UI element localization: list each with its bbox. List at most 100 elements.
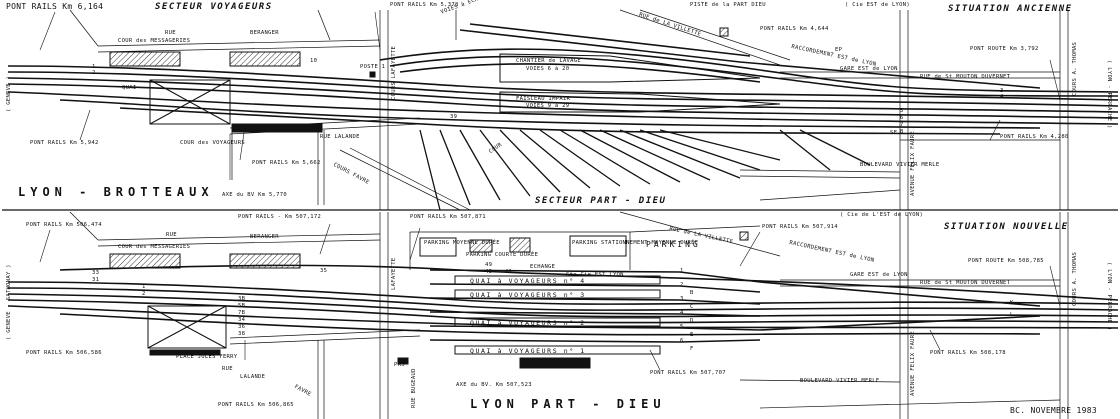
track-number-r2-bottom: 2 bbox=[680, 282, 684, 288]
top-streets bbox=[69, 9, 1069, 211]
bottom-buildings bbox=[109, 231, 749, 369]
track-number-7b-bottom: 7B bbox=[238, 310, 246, 316]
bottom-leaders bbox=[39, 223, 1061, 371]
rue-mouton-label-bottom: RUE de St MOUTON DUVERNET bbox=[920, 280, 1011, 286]
track-letter-c-bottom: C bbox=[690, 304, 694, 310]
cours-thomas-label-top: COURS A. THOMAS bbox=[1072, 41, 1078, 96]
track-number-r1-bottom: 1 bbox=[680, 268, 684, 274]
avenue-felix-faure-label-top: AVENUE FELIX FAURE bbox=[910, 130, 916, 196]
quai-voyageurs-4: QUAI à VOYAGEURS n° 4 bbox=[470, 277, 586, 285]
cour-messageries-label-top: COUR des MESSAGERIES bbox=[118, 38, 191, 44]
track-letter-d-bottom: D bbox=[690, 318, 694, 324]
rue-label-top: RUE bbox=[165, 30, 176, 36]
echange-label: ECHANGE bbox=[530, 264, 556, 270]
sncf-cie-label: Ste Cie EST LYON bbox=[566, 272, 624, 278]
faisceau-voies-label: VOIES 9 à 29 bbox=[526, 103, 570, 109]
track-number-r5-bottom: 5 bbox=[680, 324, 684, 330]
pont-rails-6164-label: PONT RAILS Km 6,164 bbox=[6, 2, 104, 11]
cours-lafayette-label-top: COURS LAFAYETTE bbox=[391, 45, 397, 100]
track-number-5-top: 5 bbox=[900, 108, 904, 114]
axe-bv-label-top: AXE du BV Km 5,770 bbox=[222, 192, 288, 198]
pont-rails-507707-label: PONT RAILS Km 507,707 bbox=[650, 370, 726, 376]
bottom-platforms bbox=[454, 275, 661, 355]
rue-lalande-label-top: RUE LALANDE bbox=[320, 134, 360, 140]
track-letter-l-bottom: L bbox=[1010, 312, 1014, 318]
situation-ancienne-label: SITUATION ANCIENNE bbox=[948, 4, 1073, 14]
pont-route-3792-label: PONT ROUTE Km 3,792 bbox=[970, 46, 1039, 52]
track-letter-b-bottom: B bbox=[690, 290, 694, 296]
quai-voyageurs-2: QUAI à VOYAGEURS n° 2 bbox=[470, 319, 586, 327]
geneve-label-bottom: ( GENEVE - SATHONAY ) bbox=[6, 264, 12, 340]
quai-label-top: QUAI bbox=[122, 85, 137, 91]
pont-rails-5378-label: PONT RAILS Km 5,378 bbox=[390, 2, 459, 8]
perrache-label-bottom: ( LYON - PERRACHE ) bbox=[1106, 262, 1112, 331]
chantier-voies-label: VOIES 6 à 20 bbox=[526, 66, 570, 72]
track-number-5b-bottom: 5B bbox=[238, 303, 246, 309]
track-number-6-top: 6 bbox=[900, 115, 904, 121]
bd-vivier-label-bottom: BOULEVARD VIVIER MERLE bbox=[800, 378, 880, 384]
perrache-label-top: ( LYON - PERRACHE ) bbox=[1106, 60, 1112, 129]
quai-voyageurs-3: QUAI à VOYAGEURS n° 3 bbox=[470, 291, 586, 299]
cour-voyageurs-label: COUR des VOYAGEURS bbox=[180, 140, 246, 146]
top-sidings bbox=[419, 129, 871, 211]
top-leaders bbox=[39, 11, 1061, 180]
faisceau-label: FAISCEAU IMPAIR bbox=[516, 96, 571, 102]
parking-moyenne-label: PARKING MOYENNE DURÉE bbox=[424, 240, 500, 246]
lyon-brotteaux-title: LYON - BROTTEAUX bbox=[18, 185, 214, 199]
track-letter-f-bottom: F bbox=[690, 346, 694, 352]
piste-part-dieu-label: PISTE de la PART DIEU bbox=[690, 2, 766, 8]
top-buildings bbox=[109, 27, 729, 133]
track-number-8-top: 8 bbox=[900, 129, 904, 135]
rue-label-bottom: RUE bbox=[166, 232, 177, 238]
track-number-35-bottom: 35 bbox=[320, 268, 328, 274]
rue-mouton-label-top: RUE de St MOUTON DUVERNET bbox=[920, 74, 1011, 80]
cie-est-label-top: ( Cie EST de LYON) bbox=[845, 2, 911, 8]
bottom-plan bbox=[7, 211, 1119, 419]
pont-rails-4280-label: PONT RAILS Km 4,280 bbox=[1000, 134, 1069, 140]
beranger-label-bottom: BERANGER bbox=[250, 234, 279, 240]
pont-route-508785-label: PONT ROUTE Km 508,785 bbox=[968, 258, 1044, 264]
track-number-36-bottom: 36 bbox=[238, 324, 246, 330]
bd-vivier-label-top: BOULEVARD VIVIER MERLE bbox=[860, 162, 940, 168]
track-number-2-bottom: 2 bbox=[142, 291, 146, 297]
track-number-2-top: 2 bbox=[92, 70, 96, 76]
rue-lafayette-label-bottom: LAFAYETTE bbox=[391, 257, 397, 290]
track-letter-e-bottom: E bbox=[690, 332, 694, 338]
pont-rails-508178-label: PONT RAILS Km 508,178 bbox=[930, 350, 1006, 356]
pont-rails-5662-label: PONT RAILS Km 5,662 bbox=[252, 160, 321, 166]
place-label: PLACE JULES FERRY bbox=[176, 354, 238, 360]
quai-voyageurs-1: QUAI à VOYAGEURS n° 1 bbox=[470, 347, 586, 355]
avenue-felix-faure-label-bottom: AVENUE FELIX FAURE bbox=[910, 330, 916, 396]
chantier-lavage-label: CHANTIER de LAVAGE bbox=[516, 58, 582, 64]
pont-rails-507172-label: PONT RAILS - Km 507,172 bbox=[238, 214, 322, 220]
track-number-r4-bottom: 4 bbox=[680, 310, 684, 316]
signature-label: BC. NOVEMBRE 1983 bbox=[1010, 406, 1097, 415]
secteur-voyageurs-label: SECTEUR VOYAGEURS bbox=[155, 2, 273, 12]
sf-label-top: SF bbox=[890, 130, 898, 136]
track-number-3b-bottom: 3B bbox=[238, 296, 246, 302]
track-number-39-top: 39 bbox=[450, 114, 458, 120]
pont-rails-507914-label: PONT RAILS Km 507,914 bbox=[762, 224, 838, 230]
track-number-r3-bottom: 3 bbox=[680, 296, 684, 302]
poste-label: POSTE 1 bbox=[360, 64, 386, 70]
lyon-part-dieu-title: LYON PART - DIEU bbox=[470, 397, 666, 411]
parking-courte-label: PARKING COURTE DURÉE bbox=[466, 252, 539, 258]
track-number-r6-bottom: 6 bbox=[680, 338, 684, 344]
top-yards bbox=[499, 53, 781, 113]
rue-bugeaud-label: RUE BUGEAUD bbox=[411, 368, 417, 408]
bottom-tracks bbox=[7, 264, 1119, 343]
situation-nouvelle-label: SITUATION NOUVELLE bbox=[944, 222, 1069, 232]
track-letter-k-bottom: K bbox=[1010, 300, 1014, 306]
track-number-41-bottom: 41 bbox=[505, 269, 513, 275]
track-number-38-bottom: 38 bbox=[238, 331, 246, 337]
track-number-3-top: 3 bbox=[1000, 88, 1004, 94]
track-number-33-bottom: 33 bbox=[92, 270, 100, 276]
pont-rails-506586-label: PONT RAILS Km 506,586 bbox=[26, 350, 102, 356]
gare-est-label-bottom: GARE EST de LYON bbox=[850, 272, 908, 278]
parking-label: PARKING bbox=[646, 240, 701, 249]
pont-rails-506865-label: PONT RAILS Km 506,865 bbox=[218, 402, 294, 408]
top-tracks bbox=[7, 23, 1119, 135]
track-number-7-top: 7 bbox=[900, 122, 904, 128]
axe-bv-label-bottom: AXE du BV. Km 507,523 bbox=[456, 382, 532, 388]
